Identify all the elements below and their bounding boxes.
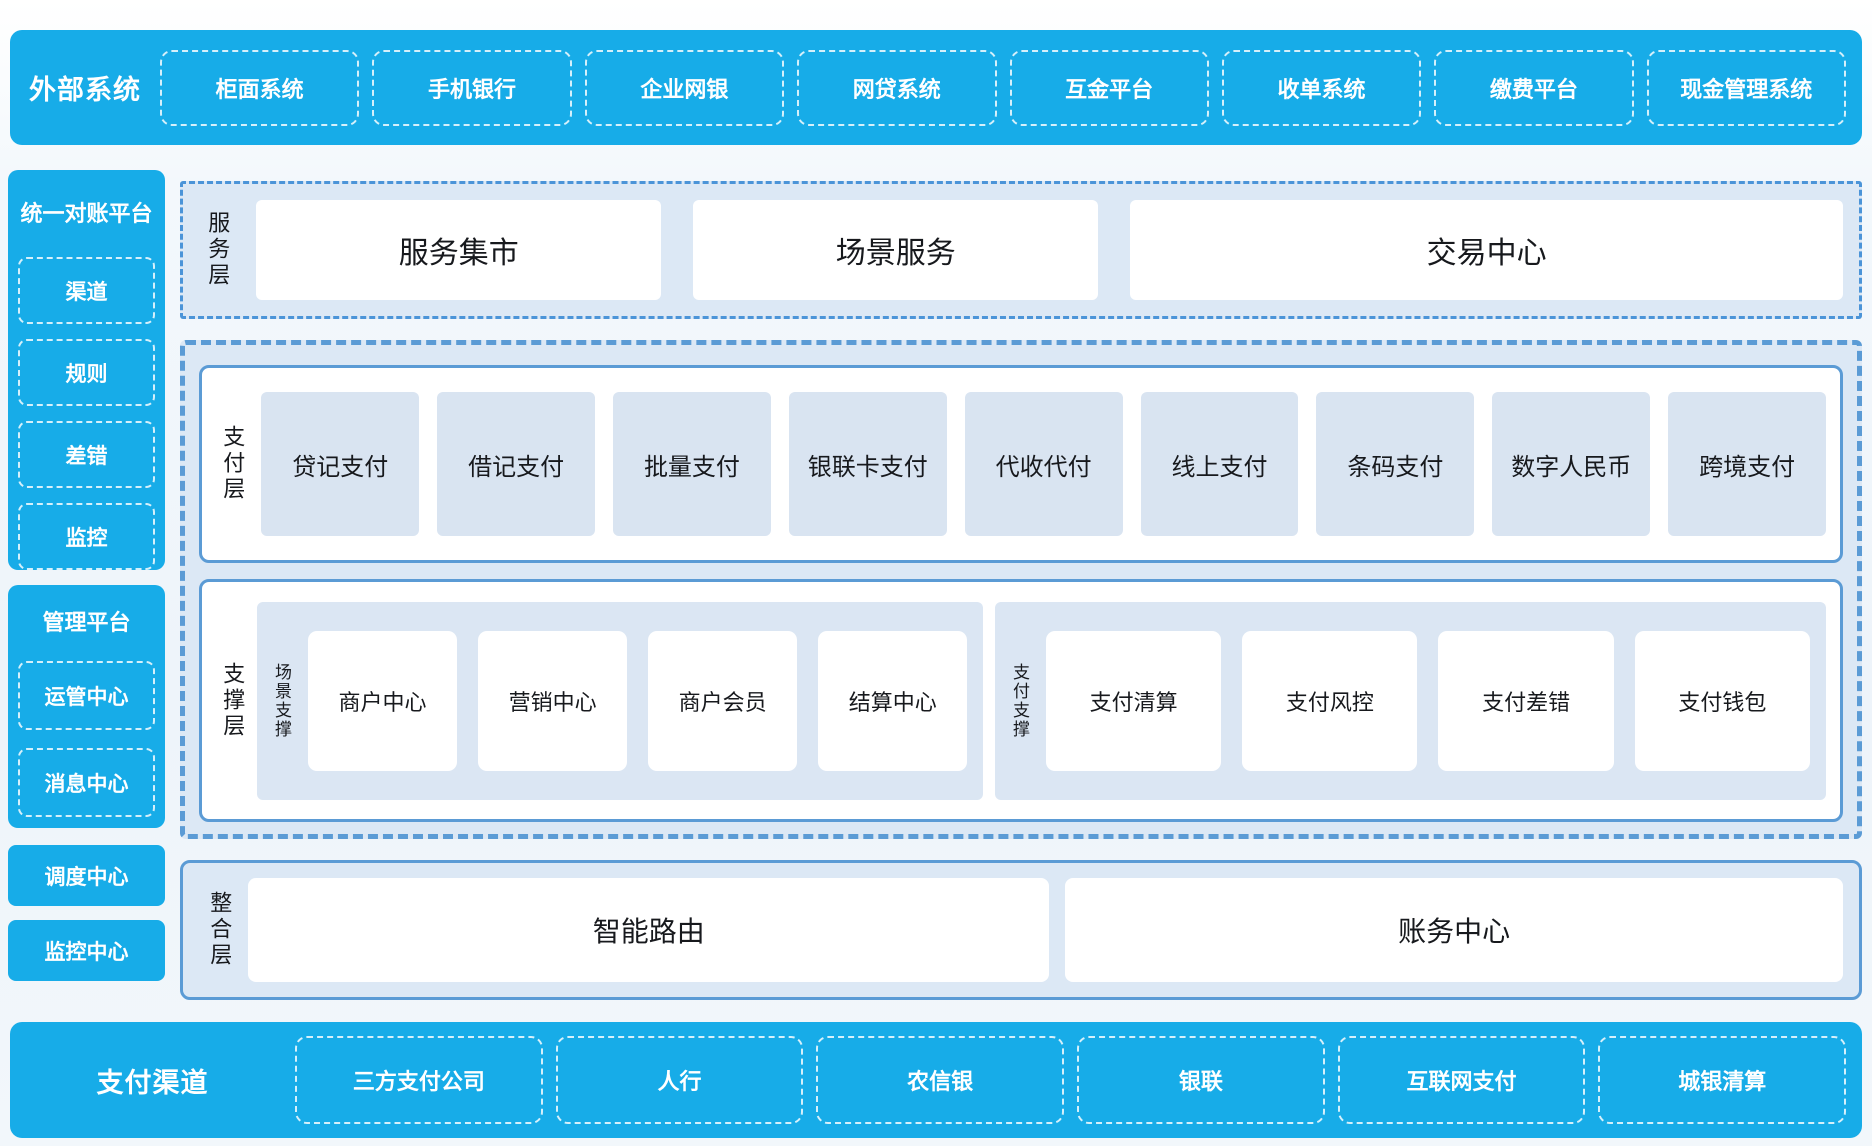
management-item: 消息中心	[18, 748, 155, 817]
payment-tile: 代收代付	[964, 392, 1123, 536]
integration-layer: 整合层 智能路由账务中心	[180, 860, 1862, 1000]
scene-support-label: 场景支撑	[271, 662, 291, 739]
external-systems-bar: 外部系统 柜面系统手机银行企业网银网贷系统互金平台收单系统缴费平台现金管理系统	[10, 30, 1862, 145]
external-system-tile: 企业网银	[584, 49, 785, 126]
payment-layer-label: 支付层	[220, 425, 246, 503]
payment-support-tile: 支付钱包	[1634, 630, 1810, 771]
payment-support-group: 支付支撑 支付清算支付风控支付差错支付钱包	[995, 601, 1826, 800]
payment-layer-items: 贷记支付借记支付批量支付银联卡支付代收代付线上支付条码支付数字人民币跨境支付	[261, 392, 1827, 536]
payment-support-tile: 支付清算	[1045, 630, 1222, 771]
payment-support-tile: 支付风控	[1242, 630, 1418, 771]
external-system-tile: 现金管理系统	[1646, 49, 1846, 126]
support-layer-label: 支撑层	[220, 661, 246, 740]
external-system-tile: 柜面系统	[160, 49, 360, 126]
service-tile: 服务集市	[256, 200, 662, 300]
payment-tile: 借记支付	[437, 392, 596, 536]
reconciliation-item: 渠道	[18, 257, 155, 324]
support-layer: 支撑层 场景支撑 商户中心营销中心商户会员结算中心 支付支撑 支付清算支付风控支…	[199, 579, 1843, 822]
service-tile: 交易中心	[1130, 200, 1843, 300]
payment-support-tile: 支付差错	[1438, 630, 1614, 771]
scene-support-group: 场景支撑 商户中心营销中心商户会员结算中心	[257, 601, 984, 800]
payment-layer: 支付层 贷记支付借记支付批量支付银联卡支付代收代付线上支付条码支付数字人民币跨境…	[199, 365, 1843, 563]
management-item: 运管中心	[18, 661, 155, 730]
payment-channel-tile: 城银清算	[1598, 1036, 1847, 1124]
service-layer: 服务层 服务集市场景服务交易中心	[180, 181, 1862, 319]
service-tile: 场景服务	[693, 200, 1099, 300]
reconciliation-item: 差错	[18, 421, 155, 488]
core-layers-container: 支付层 贷记支付借记支付批量支付银联卡支付代收代付线上支付条码支付数字人民币跨境…	[180, 340, 1862, 839]
payment-support-items: 支付清算支付风控支付差错支付钱包	[1045, 630, 1810, 771]
payment-channel-tile: 农信银	[816, 1036, 1065, 1124]
management-items: 运管中心消息中心	[8, 661, 165, 817]
scene-support-items: 商户中心营销中心商户会员结算中心	[307, 630, 968, 771]
integration-tile: 账务中心	[1065, 878, 1843, 982]
scene-support-tile: 结算中心	[818, 630, 968, 771]
payment-tile: 线上支付	[1140, 392, 1299, 536]
reconciliation-platform-title: 统一对账平台	[20, 201, 153, 226]
payment-channels-title: 支付渠道	[96, 1067, 209, 1098]
reconciliation-platform-box: 统一对账平台 渠道规则差错监控	[8, 170, 165, 570]
payment-channel-tile: 人行	[555, 1036, 804, 1124]
reconciliation-items: 渠道规则差错监控	[8, 257, 165, 570]
payment-tile: 跨境支付	[1668, 392, 1827, 536]
scene-support-tile: 营销中心	[478, 630, 628, 771]
integration-layer-items: 智能路由账务中心	[248, 878, 1843, 982]
service-layer-label: 服务层	[205, 211, 231, 289]
external-system-tile: 手机银行	[372, 49, 572, 126]
external-system-tile: 缴费平台	[1434, 49, 1634, 126]
reconciliation-item: 监控	[18, 503, 155, 570]
integration-layer-label: 整合层	[207, 891, 233, 969]
payment-channel-tile: 互联网支付	[1337, 1036, 1586, 1124]
payment-channel-items: 三方支付公司人行农信银银联互联网支付城银清算	[295, 1036, 1847, 1124]
monitor-center-box: 监控中心	[8, 920, 165, 981]
external-system-tile: 网贷系统	[797, 49, 997, 126]
scene-support-tile: 商户中心	[307, 630, 458, 771]
scene-support-tile: 商户会员	[648, 630, 798, 771]
management-platform-title: 管理平台	[42, 610, 131, 635]
payment-tile: 银联卡支付	[788, 392, 947, 536]
external-system-tile: 收单系统	[1221, 49, 1422, 126]
payment-tile: 数字人民币	[1492, 392, 1651, 536]
external-system-tile: 互金平台	[1009, 49, 1209, 126]
dispatch-center-box: 调度中心	[8, 845, 165, 906]
payment-channel-tile: 银联	[1077, 1036, 1325, 1124]
management-platform-box: 管理平台 运管中心消息中心	[8, 585, 165, 828]
payment-support-label: 支付支撑	[1009, 662, 1029, 739]
payment-tile: 条码支付	[1316, 392, 1475, 536]
integration-tile: 智能路由	[248, 878, 1050, 982]
service-layer-items: 服务集市场景服务交易中心	[256, 200, 1843, 300]
reconciliation-item: 规则	[18, 339, 155, 406]
payment-channel-tile: 三方支付公司	[295, 1036, 543, 1124]
payment-tile: 批量支付	[613, 392, 771, 536]
payment-tile: 贷记支付	[261, 392, 420, 536]
external-systems-items: 柜面系统手机银行企业网银网贷系统互金平台收单系统缴费平台现金管理系统	[160, 49, 1846, 126]
external-systems-title: 外部系统	[29, 75, 141, 105]
payment-channels-bar: 支付渠道 三方支付公司人行农信银银联互联网支付城银清算	[10, 1022, 1862, 1138]
